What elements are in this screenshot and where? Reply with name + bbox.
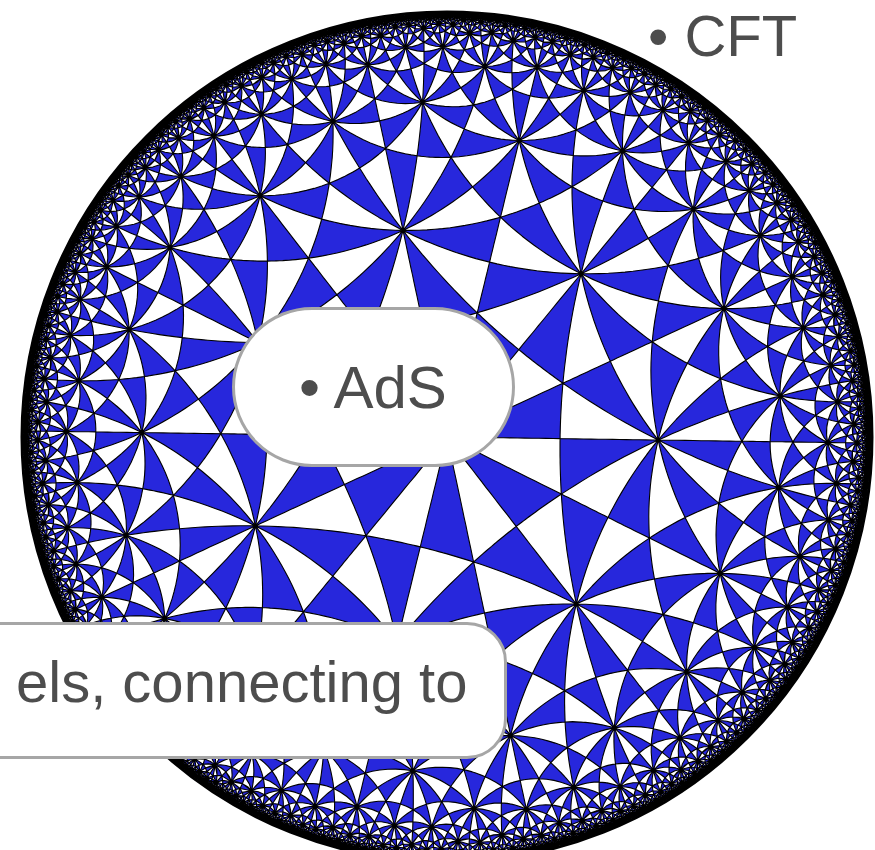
callout-text: • AdS: [299, 353, 511, 422]
callout-text: els, connecting to: [16, 649, 504, 716]
region-label: • CFT: [648, 4, 797, 68]
callout-box: • AdS: [232, 307, 515, 467]
callout-box: els, connecting to: [0, 622, 507, 759]
